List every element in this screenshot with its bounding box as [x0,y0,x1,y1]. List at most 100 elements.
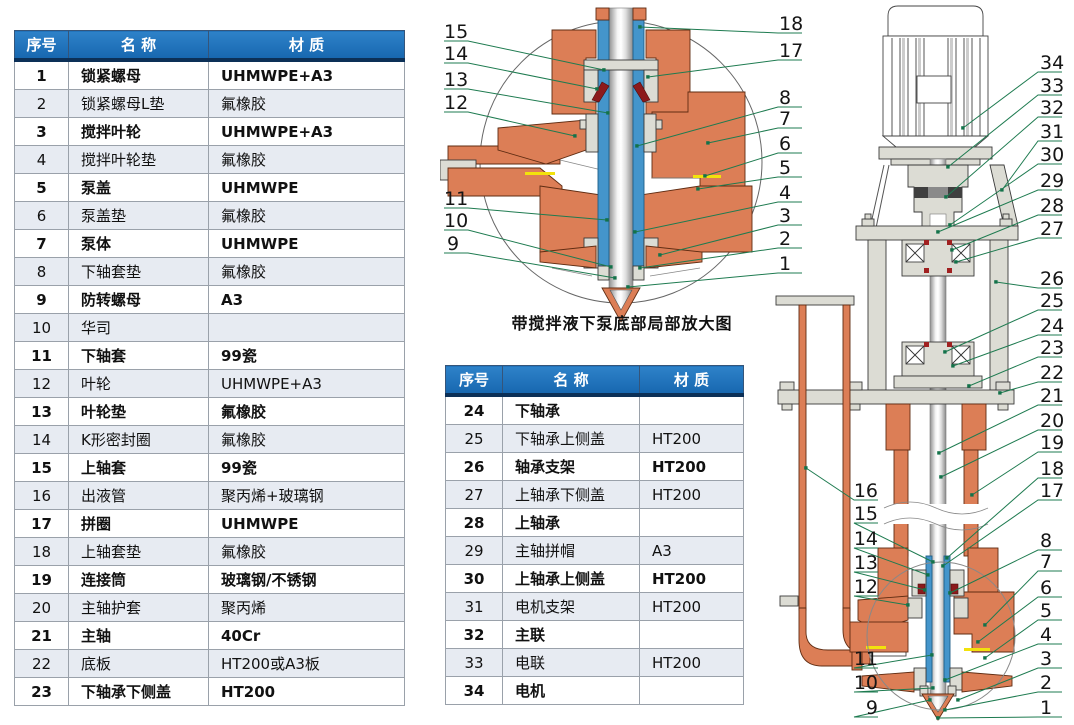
cell: 22 [14,649,69,678]
cell: 1 [14,59,69,90]
bearing-frame-leg [867,239,887,391]
detail-leader-lines [444,25,802,289]
callout-label: 16 [854,480,878,502]
cell: 轴承支架 [502,452,640,481]
cell: 28 [445,508,503,537]
cell: HT200或A3板 [208,649,405,678]
cell: 30 [445,564,503,593]
cell: 防转螺母 [68,285,209,314]
cell: 拼圈 [68,509,209,538]
callout-label: 17 [1040,480,1064,502]
callout-label: 27 [1040,218,1064,240]
cell: 锁紧螺母 [68,59,209,90]
cell: 12 [14,369,69,398]
callout-label: 14 [444,43,468,65]
bearing-frame-leg [989,239,1009,391]
cell: 21 [14,621,69,650]
column-header: 材 质 [639,365,744,397]
cell: 氟橡胶 [208,537,405,566]
cell [639,620,744,649]
cell: 15 [14,453,69,482]
cell: 下轴套垫 [68,257,209,286]
cell: HT200 [639,564,744,593]
callout-label: 3 [779,205,791,227]
cell: 出液管 [68,481,209,510]
cell: 聚丙烯+玻璃钢 [208,481,405,510]
cell: 14 [14,425,69,454]
detail-drawing [440,7,763,323]
detail-caption: 带搅拌液下泵底部局部放大图 [511,314,733,333]
cell: 下轴承下侧盖 [68,677,209,706]
cell: HT200 [208,677,405,706]
cell: 4 [14,145,69,174]
cell: 3 [14,117,69,146]
callout-label: 6 [779,133,791,155]
assembly-drawing [775,5,1019,721]
cell: 连接筒 [68,565,209,594]
callout-label: 4 [1040,624,1052,646]
cell: 锁紧螺母L垫 [68,89,209,118]
cell: 氟橡胶 [208,397,405,426]
cell: 氟橡胶 [208,425,405,454]
cell: 主联 [502,620,640,649]
callout-label: 2 [779,228,791,250]
cell: 23 [14,677,69,706]
cell: 11 [14,341,69,370]
callout-label: 15 [444,21,468,43]
cell: 电机 [502,676,640,705]
callout-label: 30 [1040,144,1064,166]
callout-label: 13 [444,69,468,91]
cell: 24 [445,394,503,425]
callout-label: 23 [1040,337,1064,359]
cell: 19 [14,565,69,594]
callout-label: 17 [779,40,803,62]
callout-label: 7 [779,108,791,130]
cell: 29 [445,536,503,565]
callout-label: 18 [1040,458,1064,480]
callout-label: 29 [1040,170,1064,192]
callout-label: 25 [1040,290,1064,312]
callout-label: 24 [1040,315,1064,337]
cell: UHMWPE [208,509,405,538]
cell: 电机支架 [502,592,640,621]
cell: A3 [639,536,744,565]
cell: 搅拌叶轮 [68,117,209,146]
cell: UHMWPE [208,229,405,258]
cell: 27 [445,480,503,509]
assembly-leader-lines [804,71,1062,720]
header-row: 序号名 称材 质 [445,365,744,397]
column-header: 序号 [14,30,69,62]
detail-callout-labels: 15 14 13 12 11 10 9 18 17 8 7 6 5 4 3 2 … [444,13,803,275]
cell: 2 [14,89,69,118]
cell: UHMWPE+A3 [208,369,405,398]
callout-label: 15 [854,503,878,525]
assembly-callout-labels: 34 33 32 31 30 29 28 27 26 25 24 23 22 2… [854,52,1064,719]
cell: HT200 [639,592,744,621]
callout-label: 8 [779,87,791,109]
callout-label: 34 [1040,52,1064,74]
callout-label: 5 [1040,600,1052,622]
cell: 7 [14,229,69,258]
connecting-tube [885,403,911,451]
cell: 叶轮垫 [68,397,209,426]
cell: 聚丙烯 [208,593,405,622]
cell: 华司 [68,313,209,342]
